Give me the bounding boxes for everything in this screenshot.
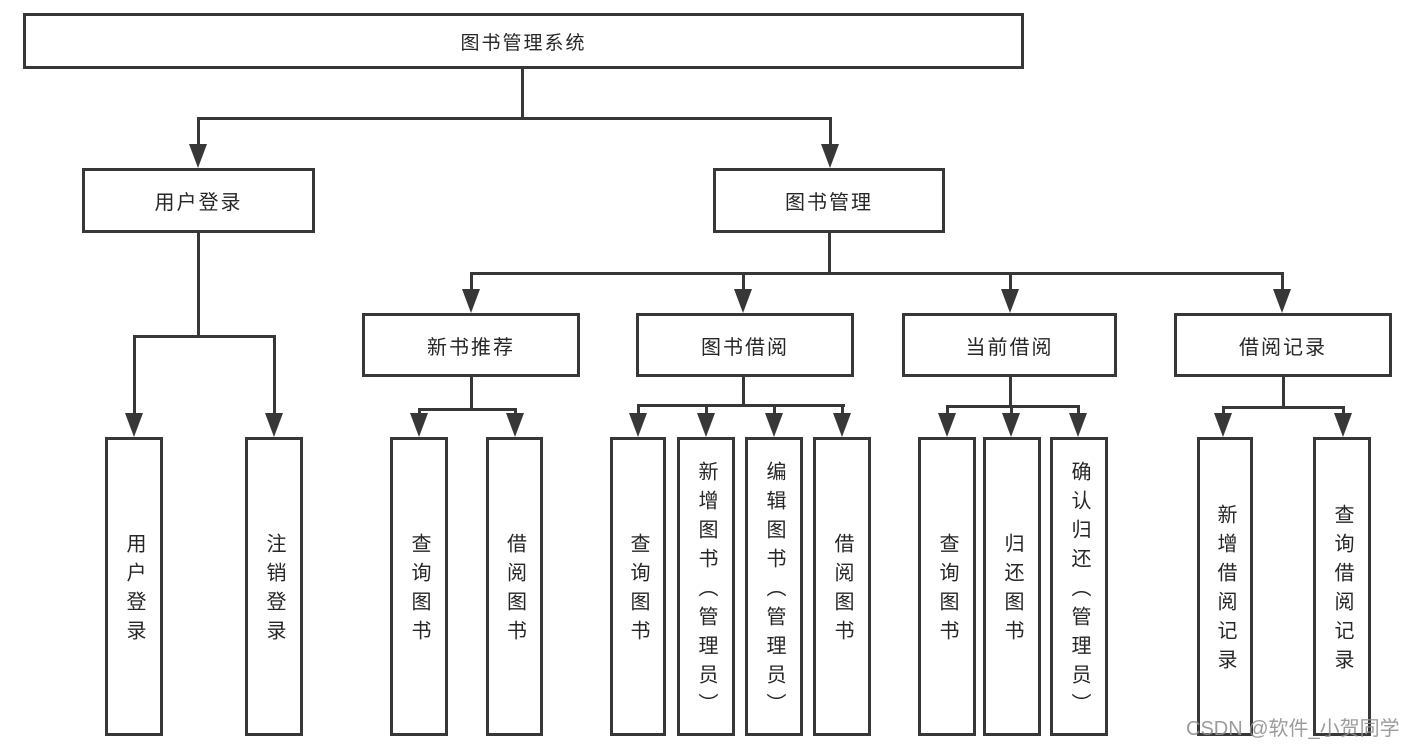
connector: [742, 272, 745, 292]
connector: [273, 335, 276, 417]
connector: [470, 377, 473, 410]
node-book-borrowing: 图书借阅: [636, 313, 854, 377]
connector: [521, 69, 524, 119]
arrowhead-icon: [125, 413, 143, 437]
connector: [1222, 406, 1345, 409]
leaf-logout: 注销登录: [245, 437, 303, 736]
connector: [133, 335, 136, 417]
node-user-login-branch: 用户登录: [82, 168, 315, 233]
arrowhead-icon: [189, 144, 207, 168]
leaf-borrow-book: 借阅图书: [813, 437, 871, 736]
connector: [946, 405, 949, 418]
arrowhead-icon: [629, 413, 647, 437]
leaf-query-book-borrowing: 查询图书: [610, 437, 666, 736]
arrowhead-icon: [265, 413, 283, 437]
node-book-borrowing-label: 图书借阅: [701, 336, 789, 359]
connector: [1281, 272, 1284, 292]
connector: [1009, 377, 1012, 407]
leaf-add-borrow-record-label: 新增借阅记录: [1214, 504, 1236, 678]
arrowhead-icon: [462, 289, 480, 313]
connector: [637, 404, 640, 418]
leaf-confirm-return-admin: 确认归还（管理员）: [1050, 437, 1108, 736]
leaf-query-borrow-record: 查询借阅记录: [1313, 437, 1371, 736]
leaf-borrow-book-recommend: 借阅图书: [486, 437, 543, 736]
connector: [829, 117, 832, 150]
arrowhead-icon: [506, 413, 524, 437]
node-borrowing-records: 借阅记录: [1174, 313, 1392, 377]
leaf-user-login: 用户登录: [105, 437, 163, 736]
leaf-user-login-label: 用户登录: [123, 533, 145, 649]
connector: [197, 117, 832, 120]
connector: [418, 408, 517, 411]
leaf-add-book-admin-label: 新增图书（管理员）: [695, 460, 717, 722]
leaf-query-book-current-label: 查询图书: [936, 533, 958, 649]
node-new-book-recommendation-label: 新书推荐: [427, 336, 515, 359]
node-new-book-recommendation: 新书推荐: [362, 313, 580, 377]
connector: [841, 404, 844, 418]
arrowhead-icon: [833, 413, 851, 437]
leaf-edit-book-admin-label: 编辑图书（管理员）: [763, 460, 785, 722]
connector: [773, 404, 776, 418]
connector: [1009, 272, 1012, 292]
connector: [705, 404, 708, 418]
leaf-return-book-label: 归还图书: [1001, 533, 1023, 649]
node-current-borrowing: 当前借阅: [902, 313, 1117, 377]
leaf-query-book-current: 查询图书: [918, 437, 976, 736]
node-root-label: 图书管理系统: [460, 32, 587, 54]
connector: [470, 272, 1283, 275]
leaf-confirm-return-admin-label: 确认归还（管理员）: [1068, 460, 1090, 722]
csdn-watermark: CSDN @软件_小贺同学: [1186, 718, 1400, 740]
connector: [1342, 406, 1345, 418]
connector: [470, 272, 473, 292]
node-current-borrowing-label: 当前借阅: [965, 336, 1054, 359]
connector: [637, 404, 845, 407]
leaf-borrow-book-label: 借阅图书: [831, 533, 853, 649]
leaf-add-book-admin: 新增图书（管理员）: [677, 437, 735, 736]
arrowhead-icon: [1069, 413, 1087, 437]
arrowhead-icon: [1273, 289, 1291, 313]
arrowhead-icon: [697, 413, 715, 437]
node-user-login-branch-label: 用户登录: [154, 192, 243, 214]
connector: [828, 233, 831, 274]
connector: [742, 377, 745, 406]
connector: [946, 405, 1080, 408]
arrowhead-icon: [1334, 413, 1352, 437]
leaf-logout-label: 注销登录: [263, 533, 285, 649]
arrowhead-icon: [1002, 413, 1020, 437]
leaf-return-book: 归还图书: [983, 437, 1041, 736]
leaf-edit-book-admin: 编辑图书（管理员）: [745, 437, 803, 736]
arrowhead-icon: [1214, 413, 1232, 437]
arrowhead-icon: [1001, 289, 1019, 313]
connector: [197, 117, 200, 150]
connector: [133, 335, 276, 338]
leaf-query-borrow-record-label: 查询借阅记录: [1331, 504, 1353, 678]
node-borrowing-records-label: 借阅记录: [1239, 336, 1327, 359]
connector: [197, 233, 200, 337]
arrowhead-icon: [410, 413, 428, 437]
connector: [1282, 377, 1285, 408]
leaf-query-book-borrowing-label: 查询图书: [627, 533, 649, 649]
node-book-management: 图书管理: [713, 168, 945, 233]
connector: [1010, 405, 1013, 418]
connector: [1077, 405, 1080, 418]
arrowhead-icon: [938, 413, 956, 437]
arrowhead-icon: [734, 289, 752, 313]
arrowhead-icon: [821, 144, 839, 168]
leaf-query-book-recommend: 查询图书: [390, 437, 448, 736]
leaf-borrow-book-recommend-label: 借阅图书: [503, 533, 526, 649]
arrowhead-icon: [765, 413, 783, 437]
node-book-management-label: 图书管理: [785, 192, 873, 214]
leaf-add-borrow-record: 新增借阅记录: [1197, 437, 1253, 736]
node-root: 图书管理系统: [23, 13, 1024, 69]
leaf-query-book-recommend-label: 查询图书: [408, 533, 430, 649]
connector: [1222, 406, 1225, 418]
